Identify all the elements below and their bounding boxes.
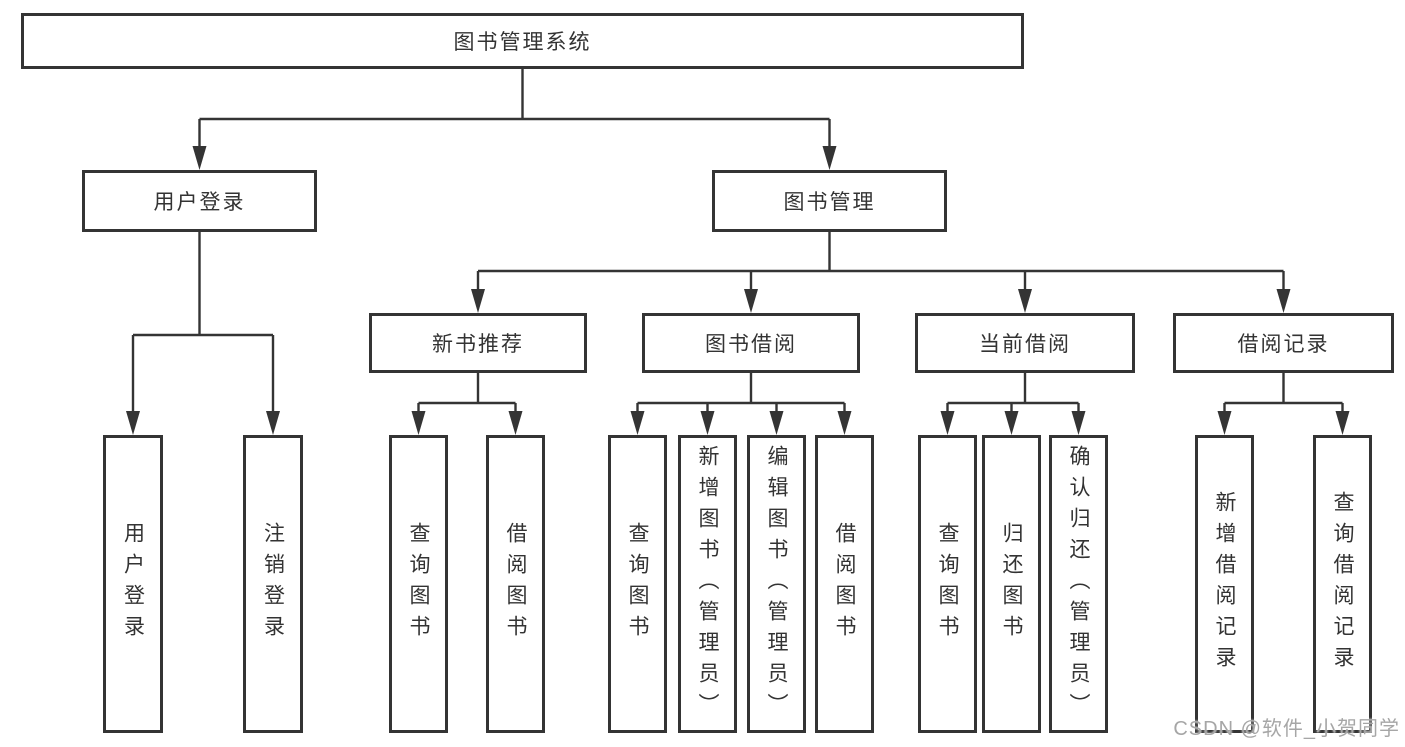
arrow-down-icon xyxy=(508,411,523,435)
node-book-borrow: 图书借阅 xyxy=(642,313,860,373)
leaf-query-books-current: 查询图书 xyxy=(918,435,977,733)
arrow-down-icon xyxy=(769,411,784,435)
csdn-watermark: CSDN @软件_小贺同学 xyxy=(1173,718,1400,740)
leaf-label: 用户登录 xyxy=(121,522,145,646)
arrow-down-icon xyxy=(126,411,140,435)
connector-userlogin-to-leaves xyxy=(131,232,275,418)
node-borrow-records: 借阅记录 xyxy=(1173,313,1394,373)
leaf-borrow-books-recommend: 借阅图书 xyxy=(486,435,545,733)
arrow-down-icon xyxy=(1217,411,1232,435)
arrow-down-icon xyxy=(266,411,280,435)
leaf-label: 查询借阅记录 xyxy=(1331,491,1354,677)
leaf-logout: 注销登录 xyxy=(243,435,303,733)
arrow-down-icon xyxy=(700,411,715,435)
leaf-user-login: 用户登录 xyxy=(103,435,163,733)
leaf-add-books-admin: 新增图书（管理员） xyxy=(678,435,737,733)
leaf-label: 归还图书 xyxy=(1000,522,1023,646)
leaf-label: 新增借阅记录 xyxy=(1213,491,1236,677)
arrow-down-icon xyxy=(940,411,955,435)
leaf-confirm-return-admin: 确认归还（管理员） xyxy=(1049,435,1108,733)
leaf-label: 编辑图书（管理员） xyxy=(765,444,788,724)
leaf-label: 查询图书 xyxy=(626,522,649,646)
connector-root-to-level2 xyxy=(198,69,831,152)
leaf-query-books-recommend: 查询图书 xyxy=(389,435,448,733)
leaf-label: 新增图书（管理员） xyxy=(696,444,719,724)
arrow-down-icon xyxy=(822,146,837,170)
connector-newbooks-to-leaves xyxy=(417,373,517,418)
leaf-query-books-borrow: 查询图书 xyxy=(608,435,667,733)
arrow-down-icon xyxy=(837,411,852,435)
leaf-label: 借阅图书 xyxy=(833,522,856,646)
node-root-library-system: 图书管理系统 xyxy=(21,13,1024,69)
arrow-down-icon xyxy=(471,289,485,313)
leaf-return-books: 归还图书 xyxy=(982,435,1041,733)
arrow-down-icon xyxy=(1004,411,1019,435)
arrow-down-icon xyxy=(1276,289,1291,313)
leaf-label: 查询图书 xyxy=(936,522,959,646)
arrow-down-icon xyxy=(630,411,645,435)
connector-records-to-leaves xyxy=(1223,373,1344,418)
leaf-label: 确认归还（管理员） xyxy=(1067,444,1090,724)
arrow-down-icon xyxy=(192,146,207,170)
arrow-down-icon xyxy=(411,411,426,435)
arrowheads xyxy=(126,146,1350,435)
node-book-management: 图书管理 xyxy=(712,170,947,232)
node-new-book-recommend: 新书推荐 xyxy=(369,313,587,373)
connector-current-to-leaves xyxy=(946,373,1080,418)
arrow-down-icon xyxy=(1071,411,1086,435)
connector-shafts xyxy=(131,69,1344,418)
arrow-down-icon xyxy=(1335,411,1350,435)
node-current-borrow: 当前借阅 xyxy=(915,313,1135,373)
arrow-down-icon xyxy=(1018,289,1032,313)
leaf-add-borrow-record: 新增借阅记录 xyxy=(1195,435,1254,733)
node-user-login: 用户登录 xyxy=(82,170,317,232)
leaf-label: 注销登录 xyxy=(261,522,285,646)
arrow-down-icon xyxy=(744,289,758,313)
leaf-borrow-books: 借阅图书 xyxy=(815,435,874,733)
connector-bookmgmt-to-level3 xyxy=(476,232,1285,297)
leaf-label: 查询图书 xyxy=(407,522,430,646)
leaf-label: 借阅图书 xyxy=(504,522,527,646)
connector-borrow-to-leaves xyxy=(636,373,846,418)
leaf-query-borrow-record: 查询借阅记录 xyxy=(1313,435,1372,733)
leaf-edit-books-admin: 编辑图书（管理员） xyxy=(747,435,806,733)
